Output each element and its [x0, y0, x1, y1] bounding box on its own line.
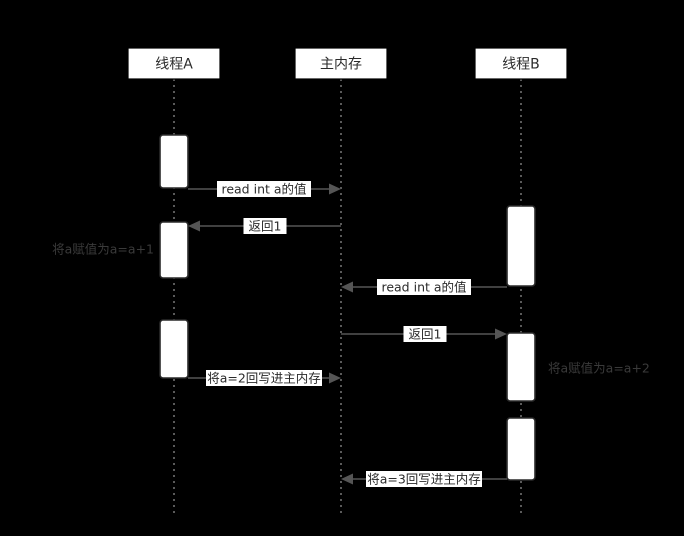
activation-bar-threadB[interactable] — [506, 205, 536, 287]
lifeline-header-label: 线程A — [155, 57, 193, 73]
message-arrowhead-left — [188, 220, 200, 232]
message-label-background — [206, 370, 322, 386]
message-label-background — [243, 218, 287, 234]
activation-bar-threadB[interactable] — [506, 332, 536, 402]
lifeline-header-box-mainMemory[interactable] — [294, 47, 388, 80]
message-label-background — [377, 279, 471, 295]
message-arrowhead-right — [329, 183, 341, 195]
lifeline-mainMemory: 主内存 — [294, 47, 388, 513]
message-label: read int a的值 — [381, 280, 466, 295]
message-msg1[interactable]: read int a的值 — [188, 181, 341, 197]
message-label: read int a的值 — [221, 182, 306, 197]
activation-bar-threadA[interactable] — [159, 319, 189, 379]
activation-bar-threadB[interactable] — [506, 417, 536, 481]
lifeline-header-box-threadB[interactable] — [474, 47, 568, 80]
message-label: 返回1 — [409, 327, 442, 342]
lifeline-header-box-threadA[interactable] — [127, 47, 221, 80]
message-label-background — [366, 471, 482, 487]
message-label-background — [217, 181, 311, 197]
note-noteB: 将a赋值为a=a+2 — [548, 361, 650, 376]
message-label: 将a=3回写进主内存 — [367, 472, 481, 487]
lifeline-threadB: 线程B — [474, 47, 568, 513]
message-msg3[interactable]: read int a的值 — [341, 279, 507, 295]
message-msg2[interactable]: 返回1 — [188, 218, 341, 234]
message-label: 将a=2回写进主内存 — [207, 371, 321, 386]
message-arrowhead-right — [495, 328, 507, 340]
message-arrowhead-left — [341, 473, 353, 485]
message-msg5[interactable]: 将a=2回写进主内存 — [188, 370, 341, 386]
lifelines-layer: 线程A 主内存 线程B — [127, 47, 568, 513]
activations-layer — [159, 134, 536, 481]
activation-bar-threadA[interactable] — [159, 221, 189, 279]
message-arrowhead-right — [329, 372, 341, 384]
message-arrowhead-left — [341, 281, 353, 293]
message-msg4[interactable]: 返回1 — [341, 326, 507, 342]
activation-bar-threadA[interactable] — [159, 134, 189, 189]
note-noteA: 将a赋值为a=a+1 — [52, 242, 154, 257]
notes-layer: 将a赋值为a=a+1 将a赋值为a=a+2 — [52, 242, 650, 376]
message-msg6[interactable]: 将a=3回写进主内存 — [341, 471, 507, 487]
lifeline-threadA: 线程A — [127, 47, 221, 513]
message-label-background — [403, 326, 447, 342]
message-label: 返回1 — [249, 219, 282, 234]
lifeline-header-label: 线程B — [502, 57, 540, 73]
lifeline-header-label: 主内存 — [320, 57, 362, 73]
